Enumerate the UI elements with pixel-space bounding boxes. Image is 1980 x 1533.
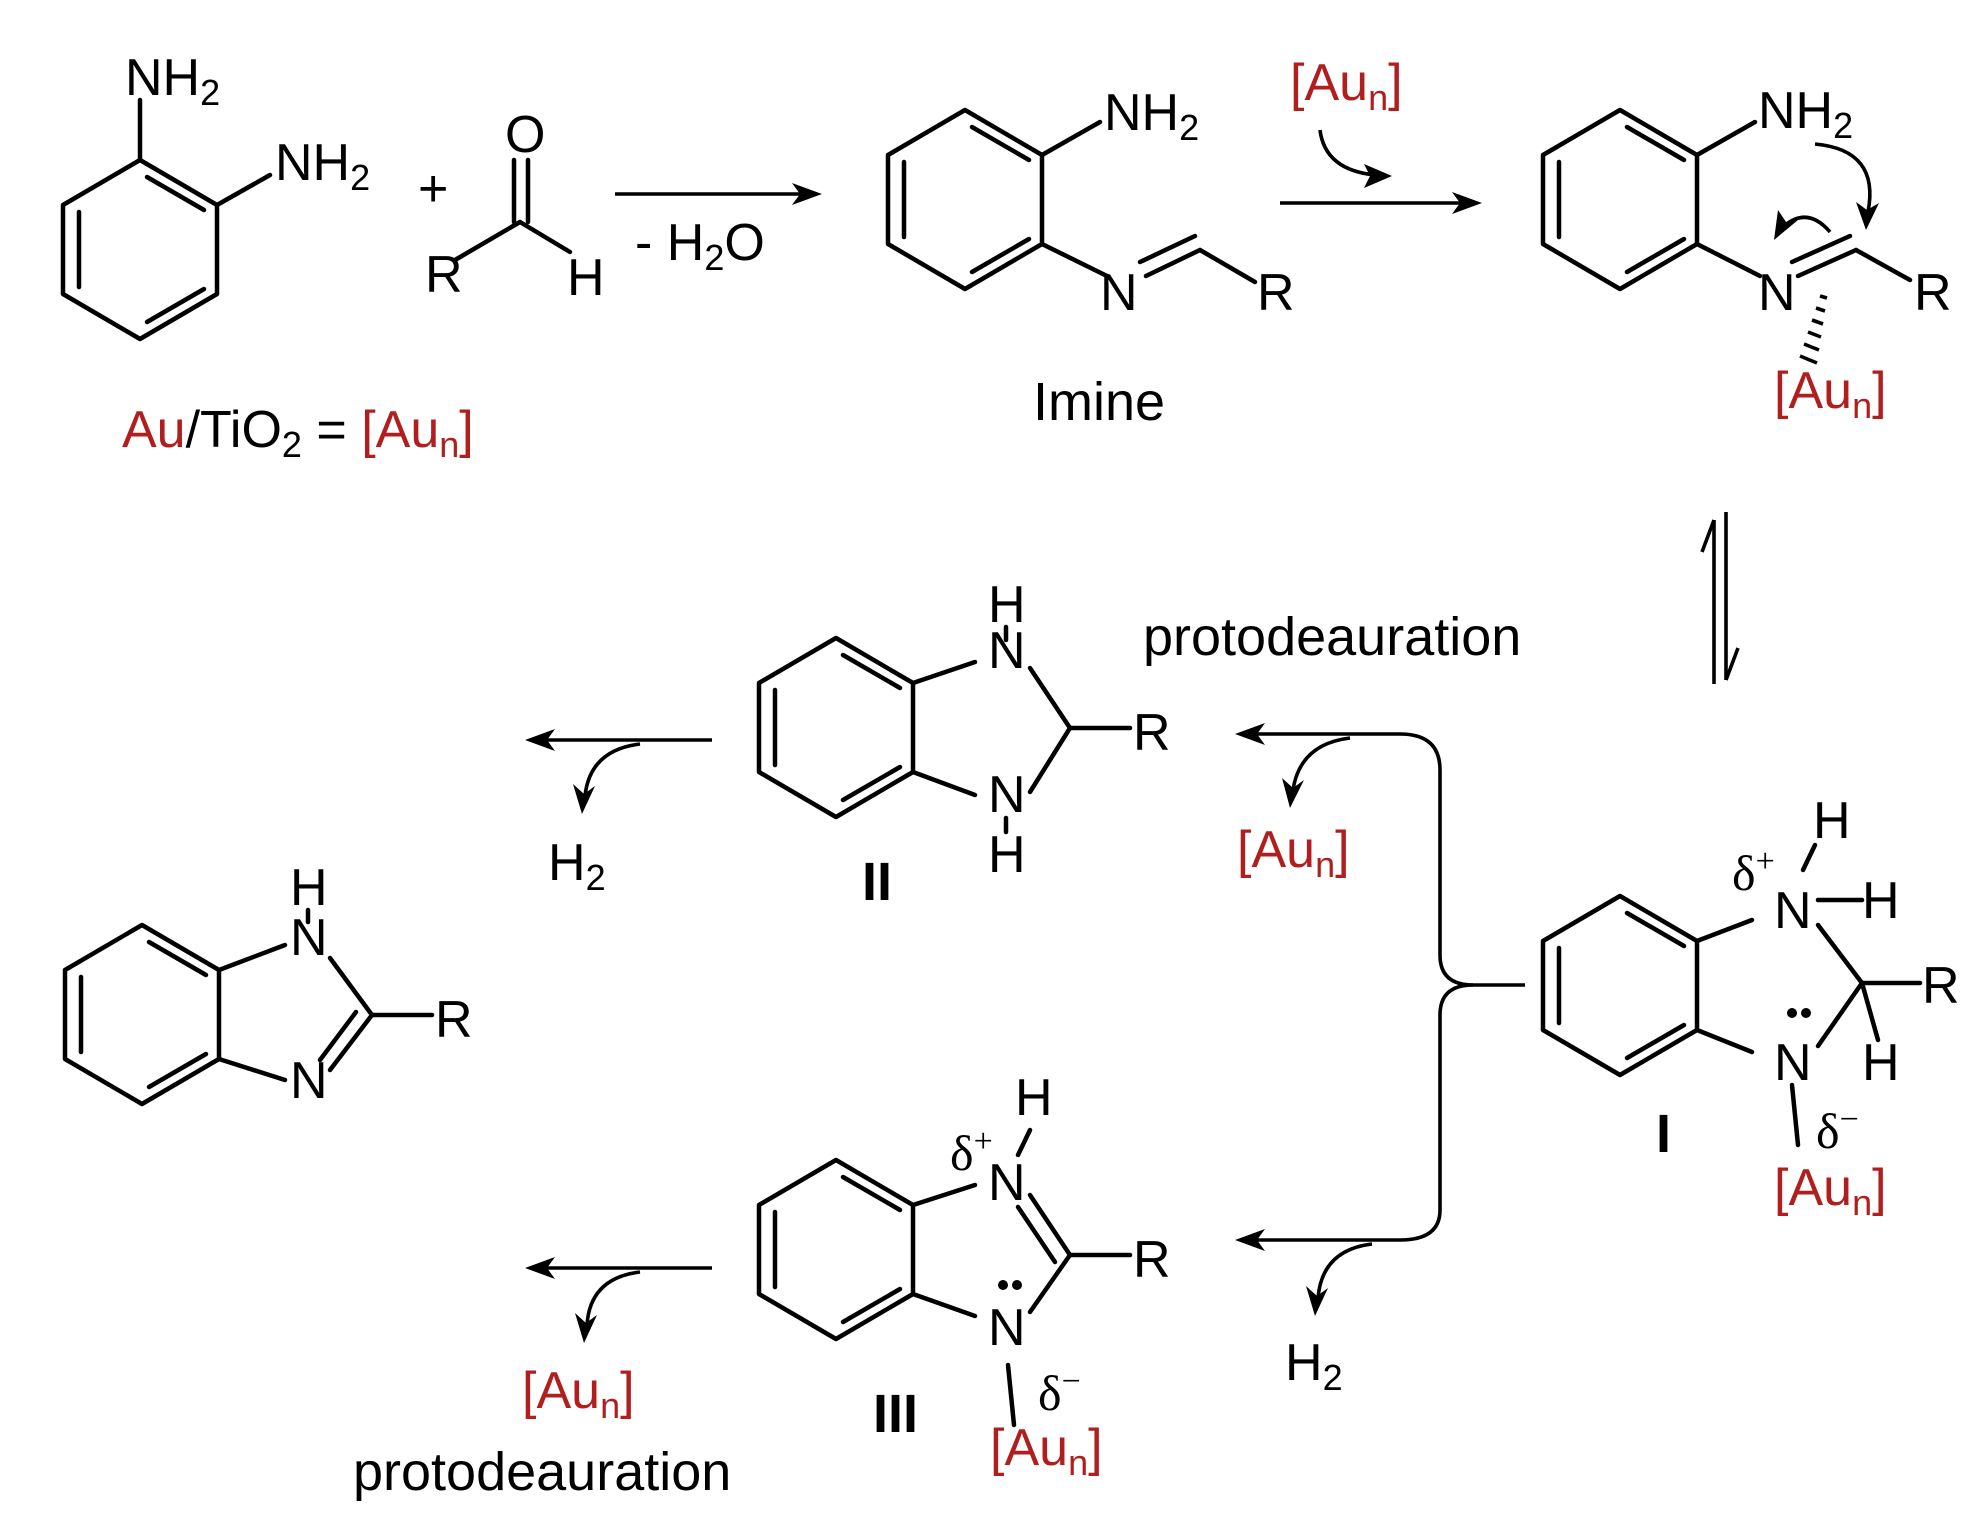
branching-bracket [1235,723,1525,1316]
intermediate-II: N N H H R II [756,576,1171,912]
hydrogen-label: H [1813,792,1851,850]
gold-cluster-label: [Aun] [1237,821,1350,885]
hydrogen-label: H [988,576,1026,634]
hydrogen-label: H [1862,872,1900,930]
protodeauration-label: protodeauration [1143,607,1521,667]
hydrogen-gas-label: H2 [548,834,606,898]
aldehyde: O R H [425,106,605,307]
amine-label: NH2 [1104,84,1199,148]
o-phenylenediamine: NH2 NH2 [60,49,370,342]
lone-pair [998,1280,1008,1290]
benzimidazole-product: N N H R [62,859,473,1110]
r-group-label: R [1257,264,1295,322]
r-group-label: R [1133,1231,1171,1289]
amine-label: NH2 [1758,82,1853,146]
partial-positive-charge: δ+ [950,1123,993,1181]
amine-label: NH2 [125,49,220,113]
intermediate-I-label: I [1656,1104,1671,1164]
plus-sign: + [418,160,448,218]
oxygen-label: O [505,106,545,164]
hydrogen-label: H [988,826,1026,884]
nitrogen-label: N [988,1154,1026,1212]
nitrogen-label: N [290,1052,328,1110]
r-group-label: R [1914,264,1952,322]
gold-imine-complex: NH2 N R [Aun] [1540,82,1952,426]
hydrogen-label: H [567,249,605,307]
imine-nitrogen-label: N [1758,264,1796,322]
intermediate-I: N N H H H R δ+ δ− [Aun] I [1540,792,1960,1223]
imine-structure: NH2 N R Imine [885,84,1295,432]
water-loss-label: - H2O [635,214,765,278]
nitrogen-label: N [988,622,1026,680]
equilibrium-arrow [1700,512,1740,684]
partial-negative-charge: δ− [1038,1363,1081,1421]
gold-coordination-arrow: [Aun] [1280,54,1482,214]
gold-cluster-label: [Aun] [522,1362,635,1426]
partial-positive-charge: δ+ [1732,843,1775,901]
hydrogen-gas-label: H2 [1285,1334,1343,1398]
catalyst-definition: Au/TiO2 = [Aun] [122,401,474,465]
intermediate-III: N N H R δ+ δ− [Aun] III [756,1069,1171,1483]
r-group-label: R [435,991,473,1049]
hydrogen-label: H [290,859,328,917]
hydrogen-label: H [1862,1034,1900,1092]
nitrogen-label: N [988,1299,1026,1357]
gold-cluster-label: [Aun] [1774,362,1887,426]
r-group-label: R [1922,957,1960,1015]
nitrogen-label: N [988,766,1026,824]
imine-nitrogen-label: N [1100,264,1138,322]
partial-negative-charge: δ− [1816,1101,1859,1159]
nitrogen-label: N [1774,1034,1812,1092]
lone-pair [1012,1280,1022,1290]
hydrogen-label: H [1015,1069,1053,1127]
condensation-arrow: - H2O [615,183,822,278]
nitrogen-label: N [290,909,328,967]
nitrogen-label: N [1774,882,1812,940]
gold-cluster-label: [Aun] [1774,1159,1887,1223]
protodeauration-label: protodeauration [353,1442,731,1502]
r-group-label: R [425,246,463,304]
lone-pair [1787,1008,1797,1018]
r-group-label: R [1133,704,1171,762]
protodeauration-arrow: [Aun] protodeauration [353,1257,731,1502]
gold-cluster-label: [Aun] [990,1419,1103,1483]
dehydrogenation-arrow: H2 [525,729,712,898]
intermediate-II-label: II [862,852,892,912]
lone-pair [1801,1008,1811,1018]
gold-cluster-label: [Aun] [1290,54,1403,118]
intermediate-III-label: III [873,1384,918,1444]
amine-label: NH2 [275,134,370,198]
imine-caption: Imine [1033,372,1165,432]
